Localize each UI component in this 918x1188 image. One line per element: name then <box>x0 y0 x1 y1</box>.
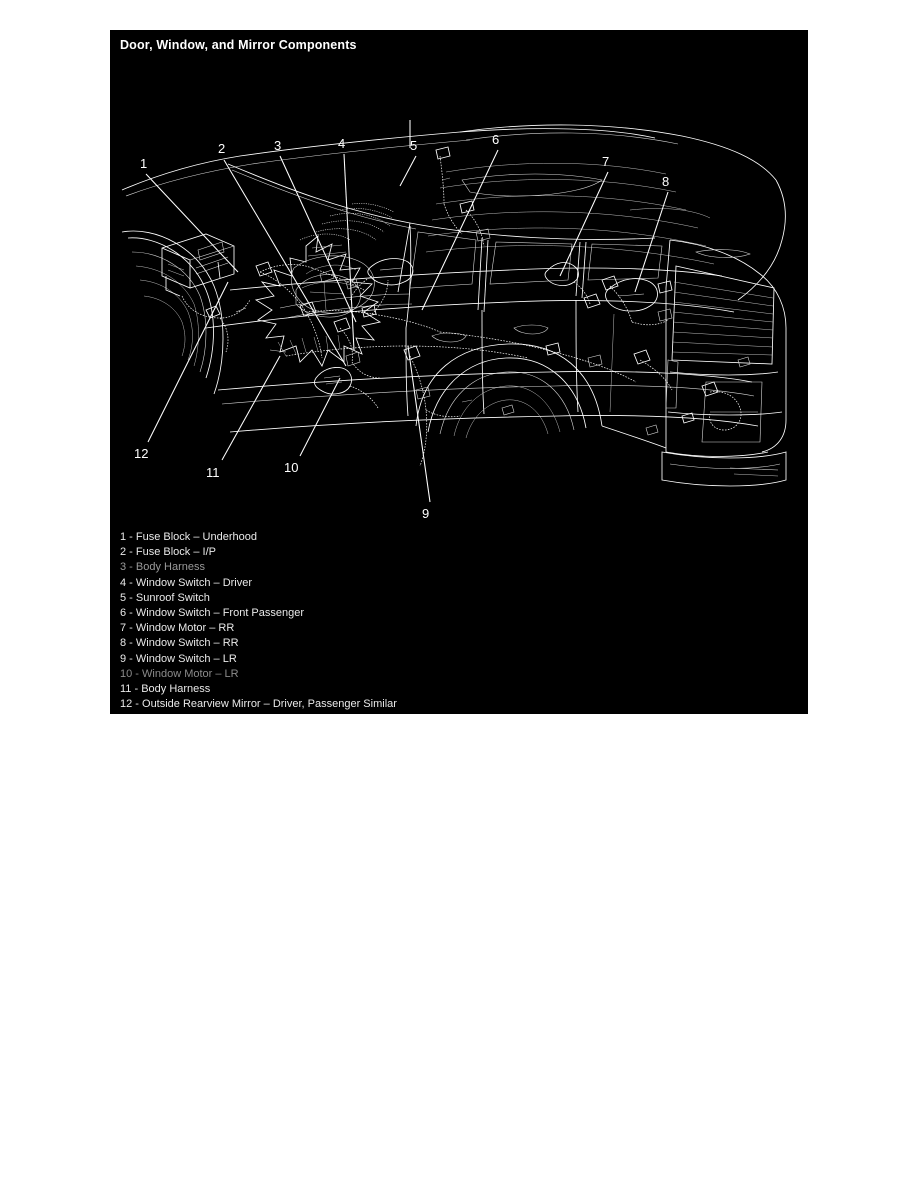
figure-panel: Door, Window, and Mirror Components .ln … <box>110 30 808 714</box>
legend-item-7: 7 - Window Motor – RR <box>120 622 235 635</box>
legend-item-12: 12 - Outside Rearview Mirror – Driver, P… <box>120 698 397 711</box>
component-legend: 1 - Fuse Block – Underhood 2 - Fuse Bloc… <box>120 530 800 712</box>
vehicle-diagram: .ln { fill:none; stroke:#ffffff; stroke-… <box>110 60 808 530</box>
wiring-harness-network <box>181 146 751 467</box>
page-title: Door, Window, and Mirror Components <box>120 38 357 52</box>
legend-item-5: 5 - Sunroof Switch <box>120 591 210 604</box>
legend-item-2: 2 - Fuse Block – I/P <box>120 546 216 559</box>
callout-8: 8 <box>662 174 669 189</box>
legend-item-9: 9 - Window Switch – LR <box>120 652 237 665</box>
callout-7: 7 <box>602 154 609 169</box>
callout-5: 5 <box>410 138 417 153</box>
legend-item-4: 4 - Window Switch – Driver <box>120 576 253 589</box>
callout-1: 1 <box>140 156 147 171</box>
callout-4: 4 <box>338 136 345 151</box>
callout-12: 12 <box>134 446 148 461</box>
callout-leader-lines <box>145 120 669 503</box>
legend-item-3: 3 - Body Harness <box>120 561 205 574</box>
legend-item-8: 8 - Window Switch – RR <box>120 637 239 650</box>
callout-6: 6 <box>492 132 499 147</box>
vehicle-body-outline <box>121 124 787 487</box>
callout-11: 11 <box>206 465 220 480</box>
diagram-background <box>110 60 808 530</box>
fuse-block-underhood-component <box>161 233 235 297</box>
callout-3: 3 <box>274 138 281 153</box>
callout-9: 9 <box>422 506 429 521</box>
legend-item-11: 11 - Body Harness <box>120 683 211 696</box>
vehicle-line-art-svg: .ln { fill:none; stroke:#ffffff; stroke-… <box>110 60 808 530</box>
legend-item-10: 10 - Window Motor – LR <box>120 667 239 680</box>
callout-numbers: 1 2 3 4 5 6 7 8 9 10 11 12 <box>134 132 669 521</box>
callout-2: 2 <box>218 141 225 156</box>
legend-item-6: 6 - Window Switch – Front Passenger <box>120 607 305 620</box>
callout-10: 10 <box>284 460 298 475</box>
legend-item-1: 1 - Fuse Block – Underhood <box>120 531 257 543</box>
